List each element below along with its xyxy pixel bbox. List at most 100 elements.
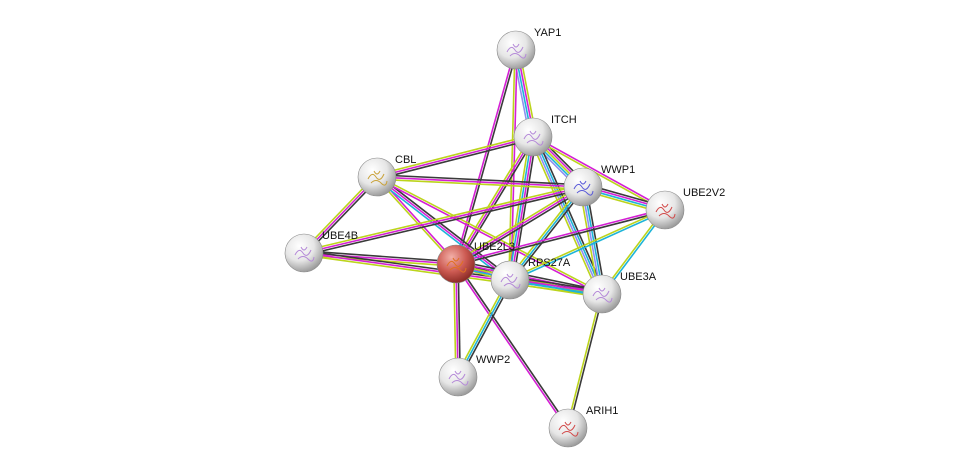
- evidence-line-cyan: [510, 210, 666, 282]
- evidence-line-magenta: [455, 186, 584, 265]
- evidence-line-yellow: [377, 175, 603, 294]
- edge-ube3a-arih1[interactable]: [566, 293, 604, 429]
- protein-structure-icon: [655, 203, 676, 219]
- node-sphere[interactable]: [548, 408, 588, 448]
- evidence-line-cyan: [375, 178, 510, 283]
- node-sphere[interactable]: [582, 274, 622, 314]
- node-sphere[interactable]: [563, 167, 603, 207]
- evidence-line-yellow: [376, 178, 583, 190]
- evidence-line-yellow: [376, 134, 533, 176]
- edge-wwp1-ube2l3[interactable]: [454, 184, 585, 267]
- evidence-line-magenta: [303, 186, 584, 254]
- protein-structure-icon: [573, 180, 594, 196]
- evidence-line-black: [456, 262, 570, 428]
- node-arih1[interactable]: ARIH1: [548, 405, 618, 448]
- protein-structure-icon: [500, 273, 521, 289]
- edge-cbl-wwp1[interactable]: [376, 174, 584, 190]
- node-sphere[interactable]: [438, 357, 478, 397]
- evidence-line-yellow: [454, 184, 583, 263]
- node-sphere[interactable]: [513, 117, 553, 157]
- evidence-line-yellow: [532, 137, 665, 212]
- node-label: UBE3A: [620, 271, 657, 283]
- edge-wwp1-ube4b[interactable]: [303, 184, 584, 256]
- evidence-line-magenta: [376, 176, 511, 281]
- node-rps27a[interactable]: RPS27A: [490, 257, 571, 300]
- protein-structure-icon: [558, 421, 579, 437]
- evidence-line-black: [377, 174, 584, 186]
- edge-itch-ube3a[interactable]: [529, 135, 606, 296]
- evidence-line-yellow: [375, 177, 456, 266]
- edge-ube2l3-arih1[interactable]: [454, 262, 570, 430]
- node-label: ARIH1: [586, 405, 618, 417]
- evidence-line-magenta: [533, 135, 666, 210]
- node-sphere[interactable]: [645, 190, 685, 230]
- evidence-line-black: [456, 210, 666, 266]
- evidence-line-black: [456, 259, 603, 292]
- edge-itch-ube2v2[interactable]: [532, 135, 666, 212]
- evidence-line-magenta: [455, 136, 534, 265]
- node-sphere[interactable]: [490, 260, 530, 300]
- node-sphere[interactable]: [357, 157, 397, 197]
- edge-ube2v2-ube2l3[interactable]: [455, 208, 666, 266]
- node-itch[interactable]: ITCH: [513, 114, 577, 157]
- evidence-line-black: [377, 138, 534, 180]
- node-sphere[interactable]: [436, 244, 476, 284]
- evidence-line-black: [377, 174, 512, 279]
- node-ube3a[interactable]: UBE3A: [582, 271, 657, 314]
- evidence-line-magenta: [456, 262, 603, 294]
- node-wwp1[interactable]: WWP1: [563, 164, 635, 207]
- protein-structure-icon: [506, 43, 527, 59]
- evidence-line-magenta: [376, 177, 602, 296]
- node-label: UBE2L3: [474, 241, 515, 253]
- edge-wwp1-rps27a[interactable]: [507, 185, 586, 282]
- node-ube4b[interactable]: UBE4B: [284, 230, 358, 273]
- node-sphere[interactable]: [284, 233, 324, 273]
- node-label: RPS27A: [528, 257, 571, 269]
- evidence-line-black: [456, 50, 518, 265]
- node-ube2l3[interactable]: UBE2L3: [436, 241, 515, 284]
- evidence-line-yellow: [566, 293, 602, 428]
- edge-ube2v2-rps27a[interactable]: [509, 208, 666, 282]
- evidence-line-lavender: [531, 137, 602, 295]
- node-sphere[interactable]: [496, 30, 536, 70]
- evidence-line-magenta: [376, 136, 534, 178]
- evidence-line-yellow: [509, 208, 665, 280]
- evidence-line-magenta: [376, 176, 584, 188]
- protein-structure-icon: [523, 130, 544, 146]
- node-label: YAP1: [534, 27, 561, 39]
- node-cbl[interactable]: CBL: [357, 154, 416, 197]
- evidence-line-yellow: [505, 136, 531, 280]
- evidence-line-black: [511, 187, 586, 282]
- evidence-line-magenta: [510, 137, 535, 281]
- node-ube2v2[interactable]: UBE2V2: [645, 187, 725, 230]
- edge-itch-rps27a[interactable]: [505, 136, 538, 281]
- node-label: WWP1: [601, 164, 635, 176]
- node-yap1[interactable]: YAP1: [496, 27, 561, 70]
- evidence-line-yellow: [453, 135, 532, 264]
- evidence-line-yellow: [529, 138, 600, 296]
- edge-yap1-ube2l3[interactable]: [454, 49, 518, 265]
- edge-itch-cbl[interactable]: [376, 134, 534, 180]
- evidence-line-yellow: [508, 49, 516, 280]
- protein-structure-icon: [448, 370, 469, 386]
- edge-itch-ube2l3[interactable]: [453, 135, 536, 266]
- evidence-line-black: [304, 250, 457, 263]
- protein-structure-icon: [446, 257, 467, 273]
- protein-structure-icon: [294, 246, 315, 262]
- evidence-line-magenta: [455, 208, 665, 264]
- edge-cbl-ube3a[interactable]: [376, 175, 603, 296]
- evidence-line-black: [456, 188, 585, 267]
- evidence-line-black: [512, 137, 538, 281]
- evidence-line-black: [568, 294, 604, 429]
- node-label: UBE4B: [322, 230, 358, 242]
- protein-structure-icon: [367, 170, 388, 186]
- node-wwp2[interactable]: WWP2: [438, 354, 510, 397]
- edge-cbl-rps27a[interactable]: [375, 174, 512, 283]
- evidence-line-yellow: [303, 184, 583, 252]
- node-label: UBE2V2: [683, 187, 725, 199]
- protein-structure-icon: [592, 287, 613, 303]
- evidence-line-cyan: [533, 136, 604, 294]
- edge-layer: [301, 49, 667, 430]
